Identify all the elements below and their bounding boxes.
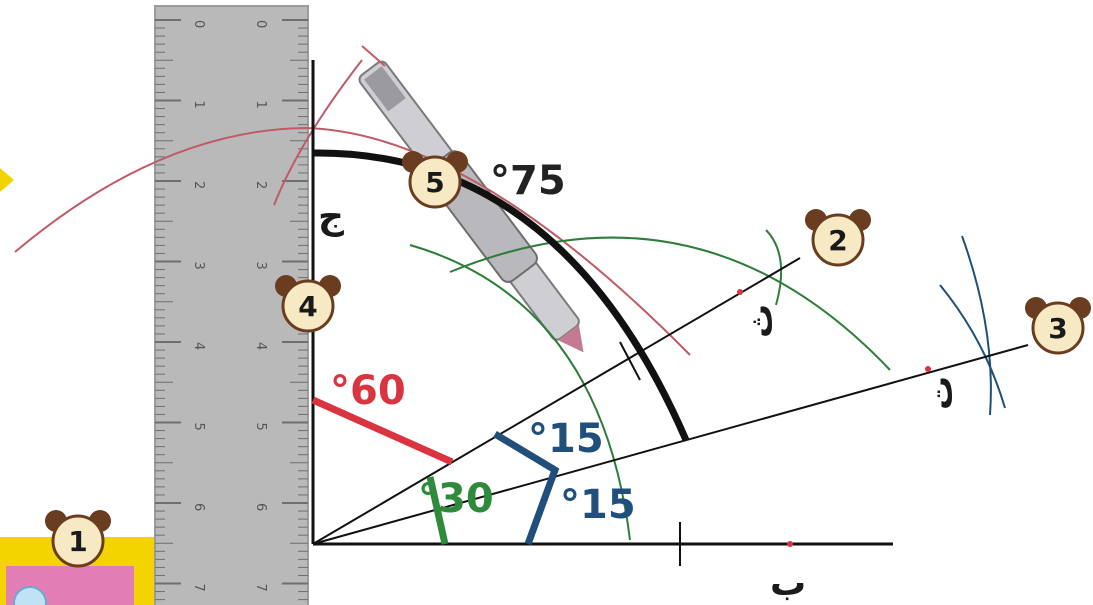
ruler-number: 0 [191,20,206,28]
bear-badge-icon [408,155,462,209]
ruler-number: 1 [253,101,268,109]
ruler-number: 2 [253,181,268,189]
step-badge-1-label: 1 [68,525,87,558]
ruler-number: 0 [253,20,268,28]
step-badge-3-label: 3 [1048,312,1067,345]
step-badge-2: 2 [805,209,871,267]
bear-badge-icon [1031,301,1085,355]
ruler-number: 4 [191,342,206,350]
compass-icon [358,60,584,353]
green-mark-30 [426,476,449,545]
green-arc-inner [409,244,631,541]
ruler-number: 2 [191,181,206,189]
step-badge-1: 1 [45,510,111,568]
ruler-number: 7 [253,584,268,592]
ruler-number: 3 [253,262,268,270]
step-badge-5-label: 5 [425,166,444,199]
angle-label-60: °60 [330,368,406,414]
point-label-b: ب [770,563,806,604]
bear-badge-icon [811,213,865,267]
red-arc-small [273,59,363,206]
red-mark-60 [311,396,454,466]
step-badge-4-label: 4 [298,290,317,323]
blue-arc-cross-a [939,284,1006,409]
green-arc-cross [765,229,783,306]
red-tick-top [361,45,386,67]
frame-decoration-icon [13,586,47,605]
angle-label-30: °30 [418,476,494,522]
green-arc-outer [449,236,891,371]
step-badge-4: 4 [275,275,341,333]
point-marker-t-upper [737,289,743,295]
tick-ray [619,341,641,381]
point-label-j: ج [318,196,344,237]
point-marker-b [787,541,793,547]
ray-15 [312,344,1029,545]
ruler-number: 4 [253,342,268,350]
ruler-number: 5 [253,423,268,431]
ruler-number: 7 [191,584,206,592]
blue-arc-cross-b [961,235,992,416]
angle-label-15-lower: °15 [560,482,636,528]
point-label-t-lower: ت [921,376,961,410]
step-badge-2-label: 2 [828,224,847,257]
angle-label-75: °75 [490,158,566,204]
ruler-number: 3 [191,262,206,270]
step-badge-3: 3 [1025,297,1091,355]
ruler-number: 1 [191,101,206,109]
ray-30 [312,257,801,545]
ruler-number: 5 [191,423,206,431]
ruler-number: 6 [253,503,268,511]
arrow-hint-icon [0,168,14,192]
red-arc-large [14,126,691,356]
point-marker-t-lower [925,366,931,372]
ruler-number: 6 [191,503,206,511]
blue-mark-15 [493,430,560,546]
black-arc-75 [312,149,690,442]
step-badge-5: 5 [402,151,468,209]
bear-badge-icon [281,279,335,333]
angle-label-15-upper: °15 [528,416,604,462]
bear-badge-icon [51,514,105,568]
point-label-t-upper: ث [741,304,781,338]
